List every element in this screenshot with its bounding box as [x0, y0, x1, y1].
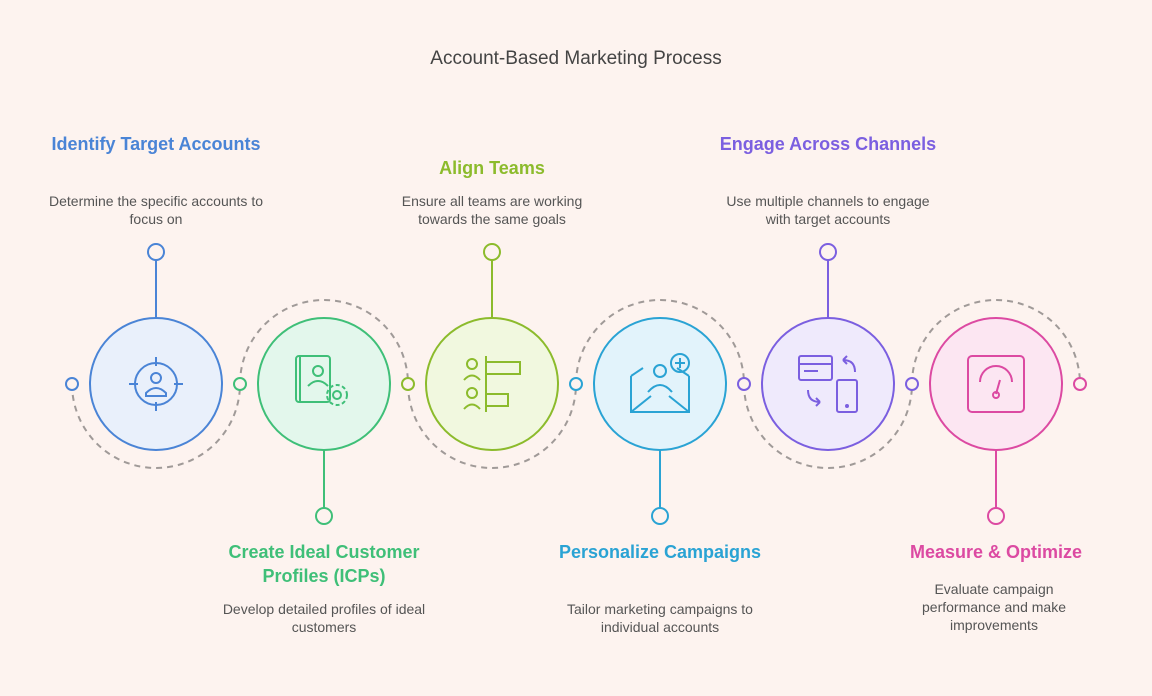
step-desc-measure: Evaluate campaign performance and make i…	[922, 581, 1066, 633]
multichannel-icon	[798, 355, 858, 413]
connector-arc	[743, 383, 913, 469]
page-title: Account-Based Marketing Process	[430, 48, 722, 69]
step-node-personalize	[569, 317, 727, 525]
connector-arc	[911, 299, 1081, 385]
connector-arc	[71, 383, 241, 469]
personalized-mail-icon	[630, 353, 690, 413]
gauge-icon	[967, 355, 1025, 413]
step-title-identify: Identify Target Accounts	[51, 134, 261, 154]
step-node-create-icps	[233, 317, 391, 525]
profile-settings-icon	[295, 355, 348, 406]
step-node-engage	[737, 243, 919, 451]
connector-arc	[239, 299, 409, 385]
step-node-measure	[929, 317, 1087, 525]
step-node-identify	[65, 243, 223, 451]
step-desc-engage: Use multiple channels to engage with tar…	[726, 193, 930, 227]
team-alignment-icon	[463, 356, 521, 412]
step-title-personalize: Personalize Campaigns	[558, 542, 762, 562]
step-desc-create-icps: Develop detailed profiles of ideal custo…	[222, 601, 426, 635]
step-title-measure: Measure & Optimize	[909, 542, 1083, 562]
step-desc-align-teams: Ensure all teams are working towards the…	[401, 193, 583, 227]
step-desc-personalize: Tailor marketing campaigns to individual…	[567, 601, 753, 635]
step-title-align-teams: Align Teams	[439, 158, 545, 178]
step-title-engage: Engage Across Channels	[719, 134, 937, 154]
target-user-icon	[129, 357, 183, 411]
step-title-create-icps: Create Ideal Customer Profiles (ICPs)	[228, 542, 420, 586]
step-desc-identify: Determine the specific accounts to focus…	[49, 193, 263, 227]
step-node-align-teams	[401, 243, 559, 451]
connector-arc	[575, 299, 745, 385]
connector-arc	[407, 383, 577, 469]
